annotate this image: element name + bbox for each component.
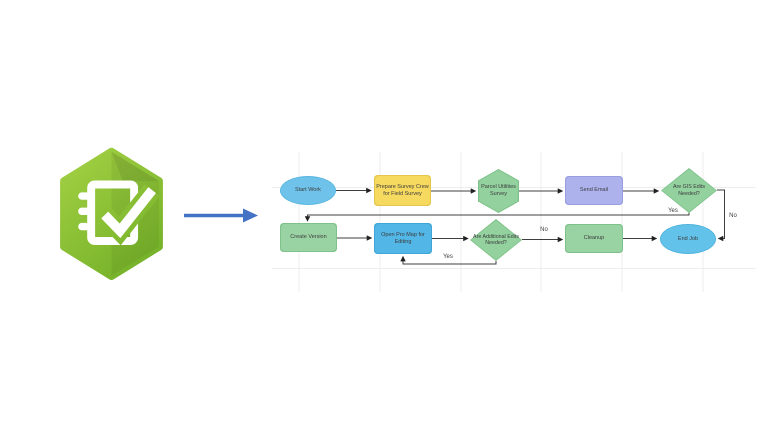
node-open-pro-map[interactable]: Open Pro Map for Editing [374,223,432,254]
node-label: Start Work [295,187,321,194]
node-label: Are GIS Edits Needed? [672,184,706,197]
node-label: Open Pro Map for Editing [381,231,425,245]
node-parcel-utilities[interactable]: Parcel Utilities Survey [478,169,519,213]
node-prepare-survey[interactable]: Prepare Survey Crew for Field Survey [374,175,431,206]
survey-form-glyph [78,180,160,246]
checkmark-icon [101,187,156,239]
node-label: Send Email [579,187,609,194]
node-label: End Job [677,235,699,242]
node-end-job[interactable]: End Job [660,224,716,254]
edge-label-additional-yes: Yes [443,254,453,260]
node-label: Parcel Utilities Survey [481,184,516,197]
node-cleanup[interactable]: Cleanup [565,224,623,253]
edge-label-gis-no: No [729,213,737,219]
node-label: Cleanup [583,235,605,242]
node-label: Are Additional Edits Needed? [473,233,519,246]
edge-label-additional-no: No [540,227,548,233]
edge-label-gis-yes: Yes [668,208,678,214]
node-start-work[interactable]: Start Work [280,176,336,205]
node-create-version[interactable]: Create Version [280,223,337,252]
node-additional-edits[interactable]: Are Additional Edits Needed? [470,219,522,261]
node-send-email[interactable]: Send Email [565,176,623,205]
survey123-app-icon [60,147,163,280]
node-gis-edits[interactable]: Are GIS Edits Needed? [661,168,717,213]
node-label: Create Version [290,234,327,241]
transition-arrow-icon [184,208,258,223]
node-label: Prepare Survey Crew for Field Survey [376,183,429,197]
